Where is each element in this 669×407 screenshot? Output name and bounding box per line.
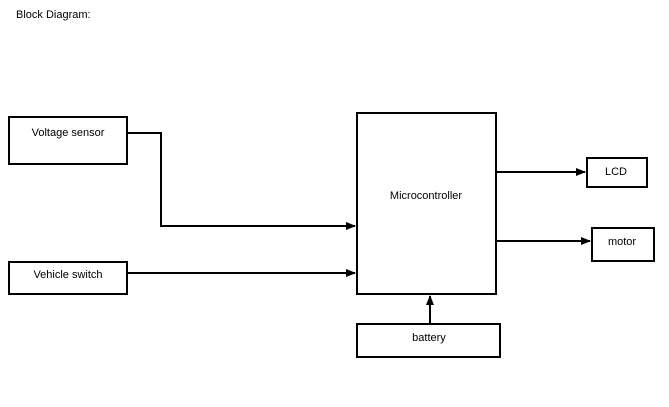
- diagram-title: Block Diagram:: [16, 9, 91, 21]
- battery-box: [356, 323, 501, 358]
- vehicle-switch-block: Vehicle switch: [8, 261, 128, 295]
- battery-block: battery: [356, 323, 501, 358]
- motor-label: motor: [608, 236, 636, 248]
- microcontroller-box: [356, 112, 497, 295]
- voltage-sensor-label: Voltage sensor: [32, 127, 105, 139]
- lcd-block: LCD: [586, 157, 648, 188]
- lcd-label: LCD: [605, 166, 627, 178]
- voltage-sensor-box: [8, 116, 128, 165]
- voltage-sensor-block: Voltage sensor: [8, 116, 128, 165]
- lcd-box: [586, 157, 648, 188]
- vehicle-switch-label: Vehicle switch: [33, 269, 102, 281]
- vehicle-switch-box: [8, 261, 128, 295]
- microcontroller-label: Microcontroller: [390, 190, 462, 202]
- motor-block: motor: [591, 227, 655, 262]
- voltage-sensor-to-microcontroller-arrow: [127, 132, 356, 230]
- microcontroller-block: Microcontroller: [356, 112, 497, 295]
- motor-box: [591, 227, 655, 262]
- battery-label: battery: [412, 332, 446, 344]
